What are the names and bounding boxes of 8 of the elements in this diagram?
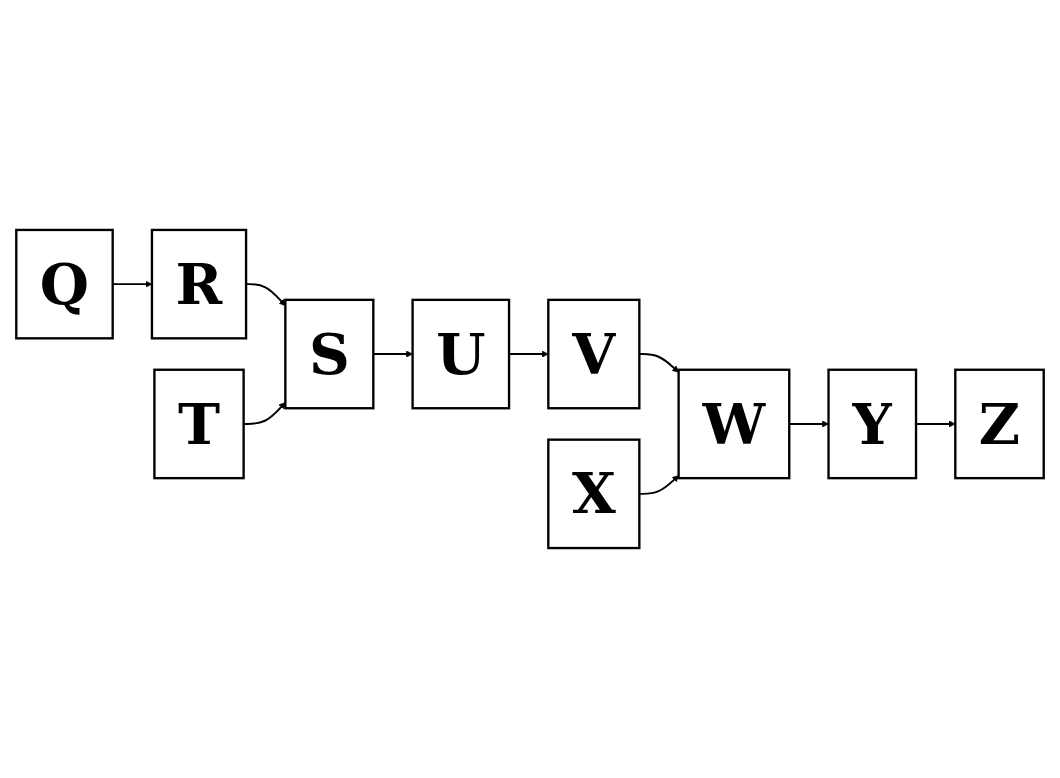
node-box: W (677, 368, 791, 480)
node-box: Q (15, 228, 114, 340)
node-box: S (284, 298, 375, 410)
node-box: R (150, 228, 248, 340)
node-box: X (547, 438, 641, 550)
node-box: T (153, 368, 245, 480)
node-box: U (411, 298, 511, 410)
node-box: Z (954, 368, 1045, 480)
